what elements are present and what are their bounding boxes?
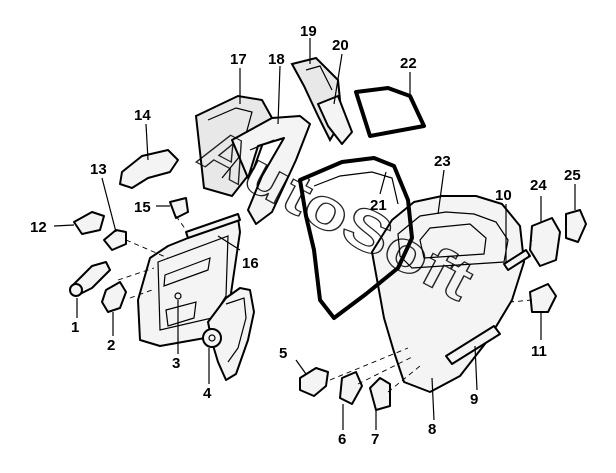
rear-glass-assembly: [290, 56, 426, 320]
front-hardware: [69, 149, 241, 313]
label-9: 9: [470, 391, 478, 408]
label-8: 8: [428, 421, 436, 438]
label-20: 20: [332, 37, 349, 54]
front-glass-assembly: [194, 94, 311, 225]
label-5: 5: [279, 345, 287, 362]
label-24: 24: [530, 177, 547, 194]
label-11: 11: [531, 343, 547, 360]
callout-labels: 1 2 3 4 5 6 7 8 9 10 11 12 13 14 15 16 1…: [30, 23, 581, 448]
label-7: 7: [371, 431, 379, 448]
label-23: 23: [434, 153, 451, 170]
label-4: 4: [203, 385, 212, 402]
label-19: 19: [300, 23, 317, 40]
alignment-lines: [117, 215, 533, 393]
label-25: 25: [564, 167, 581, 184]
label-2: 2: [107, 337, 115, 354]
label-1: 1: [71, 319, 79, 336]
window-regulator: [202, 287, 255, 381]
label-22: 22: [400, 55, 417, 72]
label-6: 6: [338, 431, 346, 448]
label-13: 13: [90, 161, 107, 178]
label-12: 12: [30, 219, 47, 236]
label-21: 21: [370, 197, 387, 214]
leader-lines: [53, 38, 576, 430]
label-10: 10: [495, 187, 512, 204]
label-14: 14: [134, 107, 151, 124]
label-15: 15: [134, 199, 151, 216]
label-3: 3: [172, 355, 180, 372]
label-17: 17: [230, 51, 247, 68]
label-16: 16: [242, 255, 259, 272]
label-18: 18: [268, 51, 285, 68]
rear-hardware: [299, 209, 587, 411]
